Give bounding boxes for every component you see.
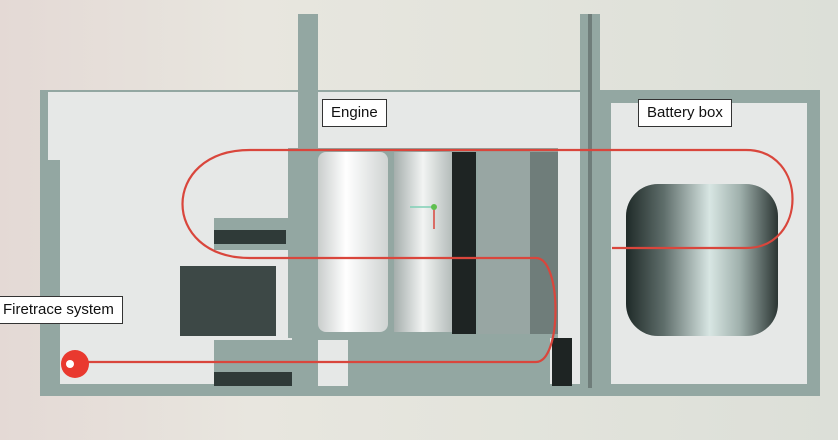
label-firetrace-system: Firetrace system	[0, 296, 123, 324]
engine-band-dark	[452, 152, 476, 334]
engine-rear-section	[478, 152, 530, 334]
firetrace-tubing	[75, 148, 794, 364]
component-upper-left-band	[214, 230, 286, 244]
divider-post-shade	[588, 14, 592, 388]
right-small-part	[552, 338, 572, 386]
component-dark-block	[180, 266, 276, 336]
left-wall	[48, 160, 60, 386]
firetrace-cylinder-highlight	[66, 360, 74, 368]
component-lower-left-band	[214, 372, 292, 386]
axis-marker-dot	[431, 204, 437, 210]
engine-cylinder-1	[318, 152, 388, 332]
label-battery-box: Battery box	[638, 99, 732, 127]
engine-cylinder-2	[394, 152, 452, 332]
engine-rear-section-dark	[530, 152, 558, 334]
label-engine: Engine	[322, 99, 387, 127]
firetrace-cylinder	[61, 350, 89, 378]
engine-mast-left	[298, 14, 318, 150]
battery	[626, 184, 778, 336]
